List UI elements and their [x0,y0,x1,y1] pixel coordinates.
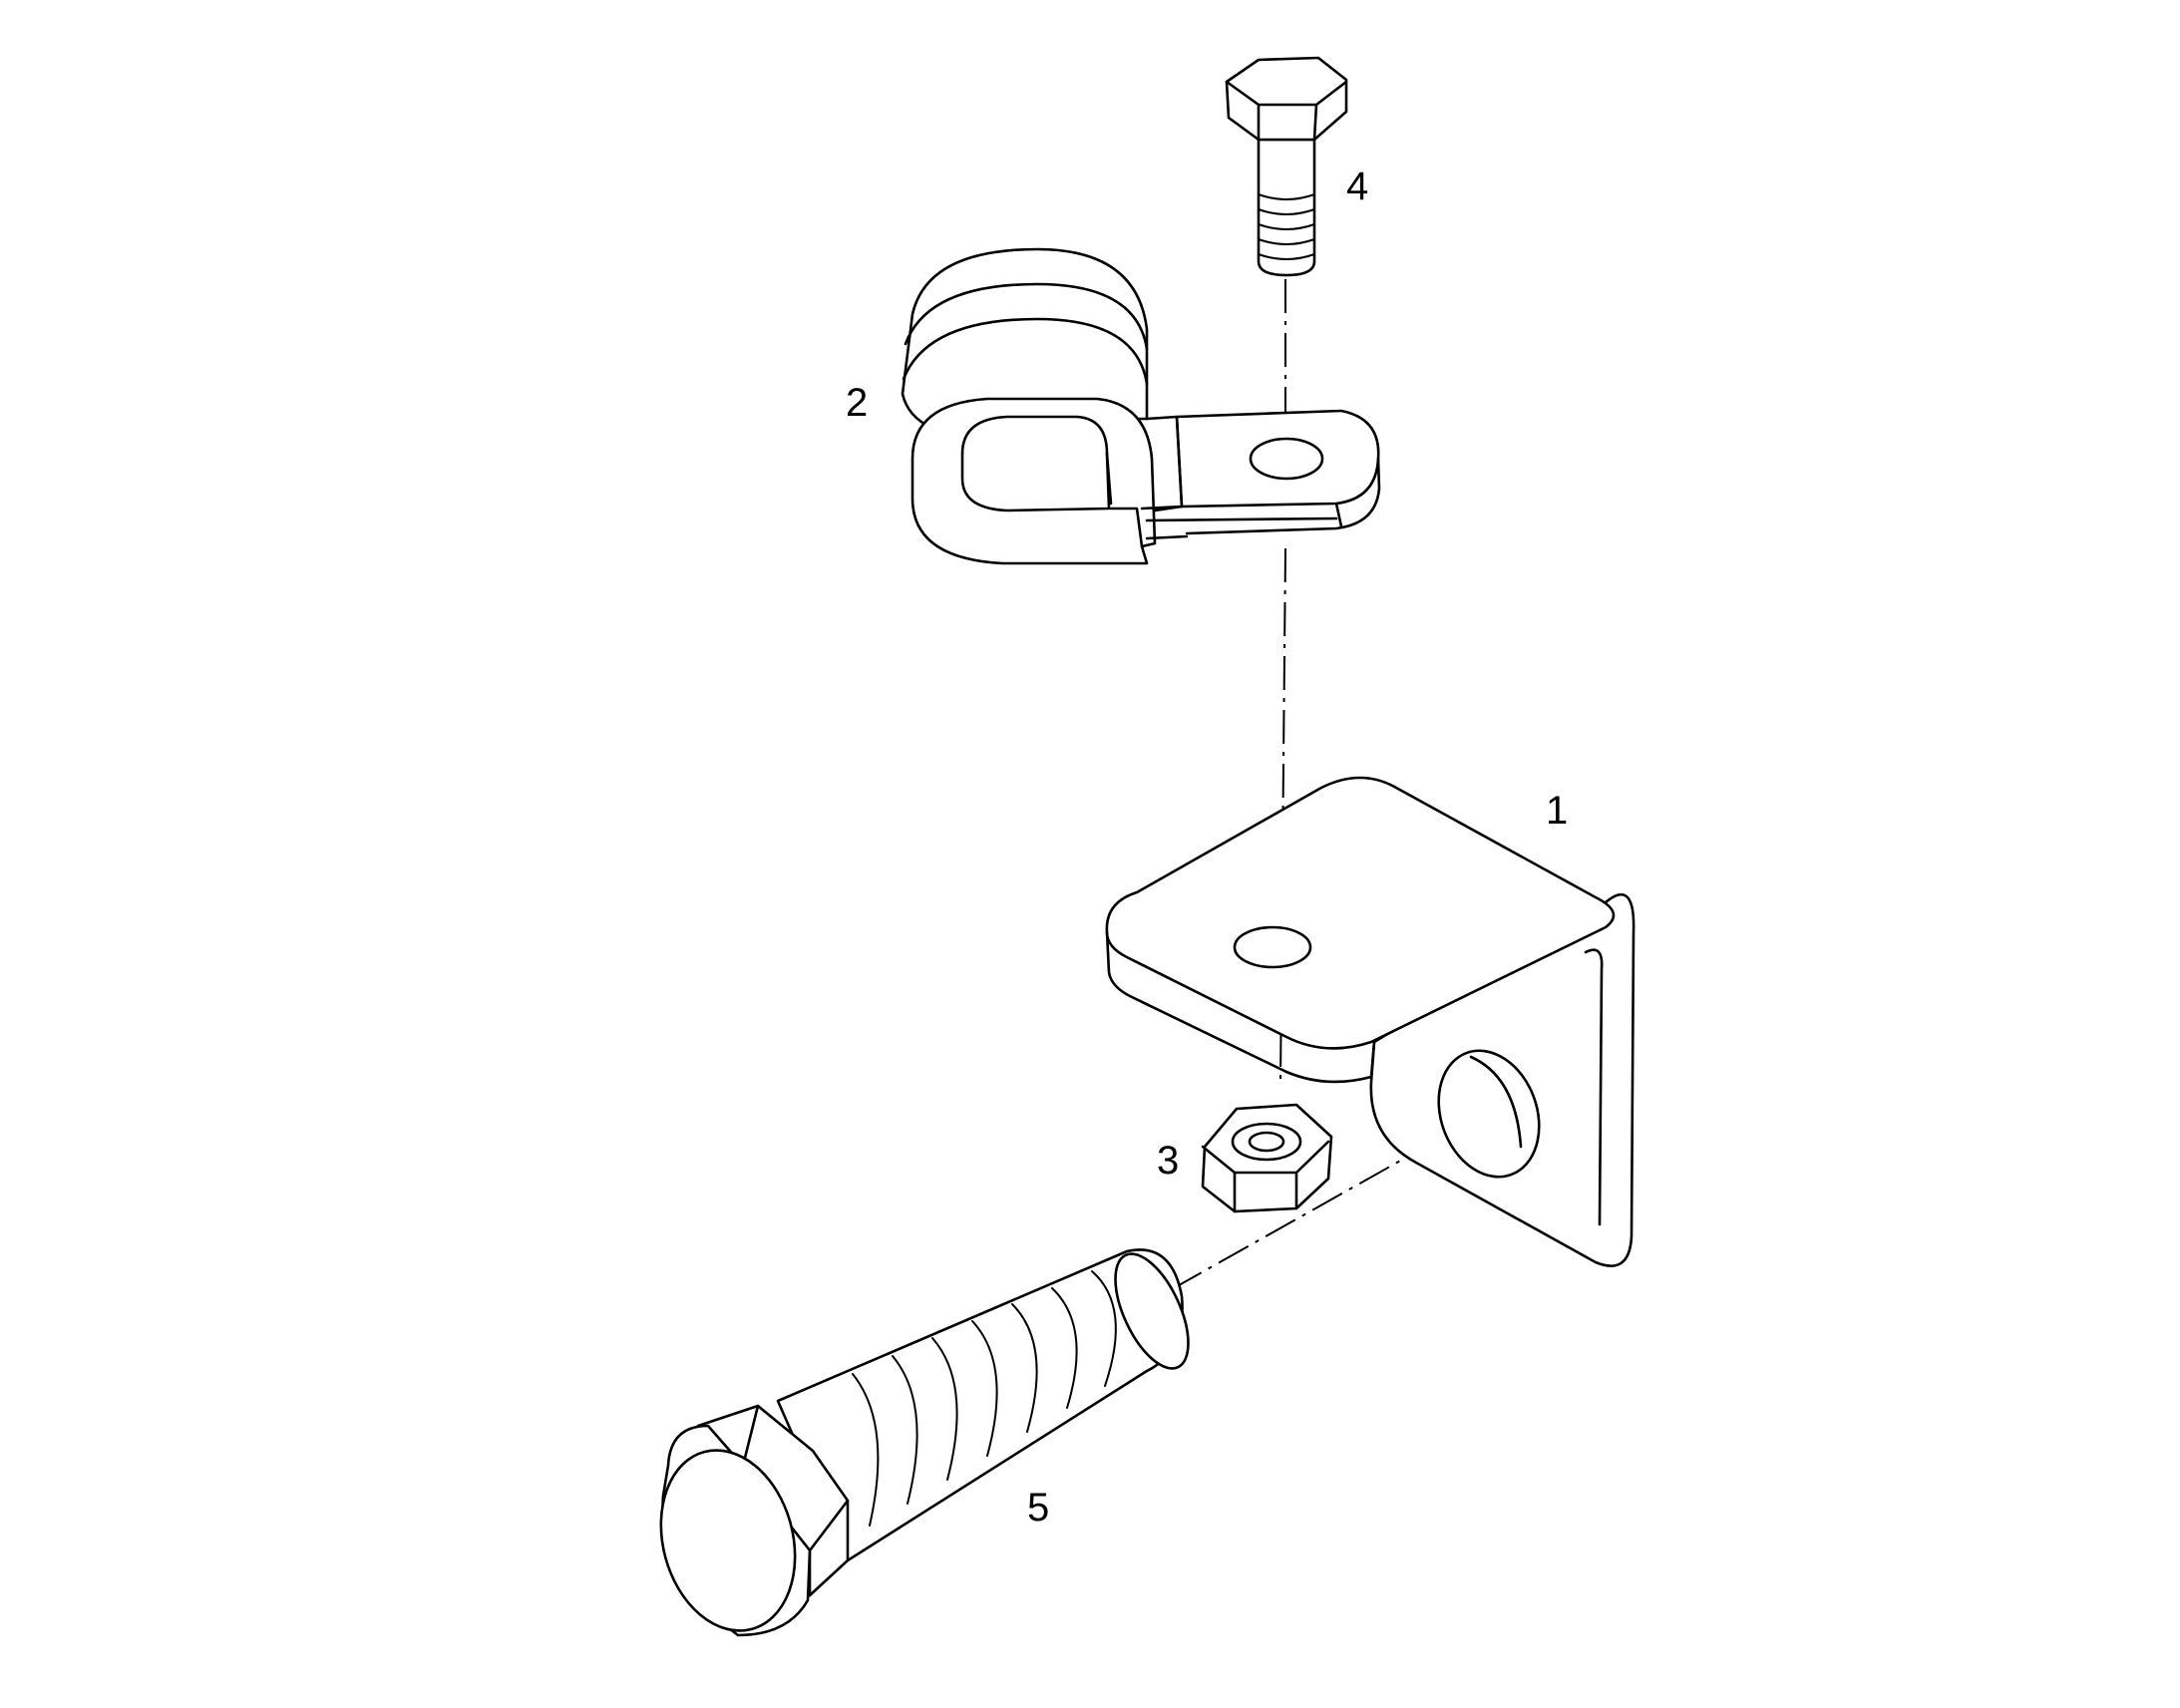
small-bolt-head [1225,56,1348,142]
bracket-flange-hole [1437,1049,1541,1179]
small-bolt-shank [1257,138,1316,277]
clamp-tab-root [1145,415,1184,512]
large-bolt-head-circle [659,1449,797,1632]
clamp-cushion-ridge-2 [902,317,1149,386]
small-bolt-threads [1258,193,1315,260]
clamp-tab-lower-strip [1140,505,1338,540]
large-bolt-threads [852,1270,1117,1527]
nut-thread-hole [1248,1131,1285,1153]
small-bolt-head-edges [1225,80,1348,142]
part-p-clamp [901,247,1381,565]
part-hex-nut [1201,1103,1333,1213]
clamp-loop-inner-rim [1105,452,1144,548]
part-large-hex-bolt [659,1248,1190,1637]
horizontal-assembly-axis [1171,1109,1492,1290]
large-bolt-tip [1114,1252,1190,1370]
bracket-top-plate-hole [1233,925,1312,969]
nut-edges [1201,1140,1330,1213]
clamp-tab-hole [1249,437,1324,481]
callout-4: 4 [1346,165,1368,208]
callout-labels: 1 2 3 4 5 [846,165,1568,1530]
part-angle-bracket [1105,776,1635,1267]
bracket-top-plate [1105,776,1616,1050]
clamp-cushion-ridge-1 [904,282,1149,351]
callout-2: 2 [846,381,868,425]
bracket-top-plate-thickness [1105,930,1376,1084]
callout-5: 5 [1027,1486,1049,1530]
bracket-flange-hole-depth [1469,1055,1523,1149]
part-small-hex-bolt [1225,56,1348,277]
clamp-loop-opening [960,415,1111,512]
callout-3: 3 [1157,1139,1179,1183]
callout-1: 1 [1546,789,1568,833]
clamp-tab-thickness [1185,457,1381,535]
bracket-flange-inner-edge [1584,948,1604,1226]
